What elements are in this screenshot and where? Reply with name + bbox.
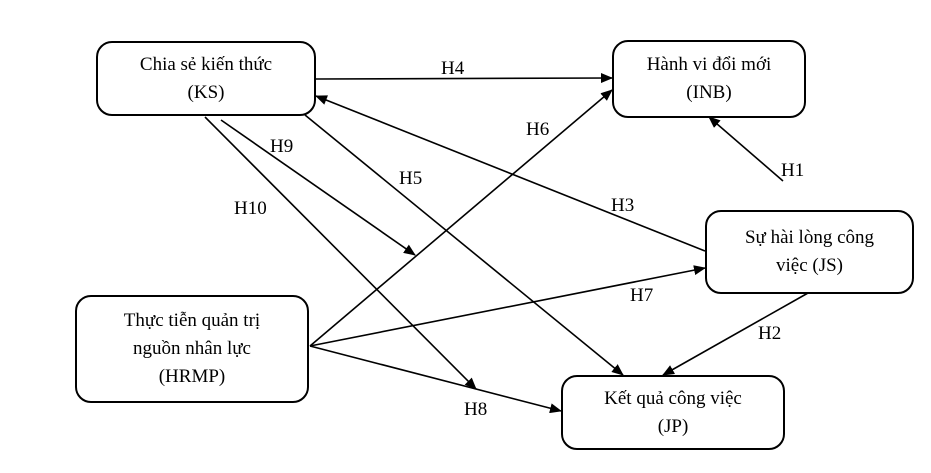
label-h1: H1 xyxy=(781,160,805,181)
node-inb: Hành vi đổi mới (INB) xyxy=(612,40,806,118)
arrow-h8 xyxy=(309,345,562,414)
arrow-h1 xyxy=(708,116,784,182)
node-hrmp-line-2: nguồn nhân lực xyxy=(133,338,251,359)
node-ks-line-2: (KS) xyxy=(187,81,225,103)
label-h5: H5 xyxy=(399,168,423,189)
node-js: Sự hài lòng công việc (JS) xyxy=(705,210,914,294)
arrow-h2 xyxy=(662,292,809,376)
node-jp: Kết quả công việc (JP) xyxy=(561,375,785,450)
node-inb-line-2: (INB) xyxy=(686,82,732,103)
node-js-line-2: việc (JS) xyxy=(775,255,843,276)
node-inb-line-1: Hành vi đổi mới xyxy=(646,54,772,75)
arrow-h4 xyxy=(315,73,613,84)
label-h2: H2 xyxy=(758,323,782,344)
node-ks: Chia sẻ kiến thức (KS) xyxy=(96,41,316,116)
arrow-h9 xyxy=(220,119,416,256)
label-h8: H8 xyxy=(464,399,488,420)
node-hrmp-line-3: (HRMP) xyxy=(158,366,226,387)
label-h6: H6 xyxy=(526,119,550,140)
arrow-h7 xyxy=(309,265,706,347)
label-h4: H4 xyxy=(441,58,465,79)
arrow-h3 xyxy=(315,95,706,252)
label-h10: H10 xyxy=(234,198,267,219)
node-ks-line-1: Chia sẻ kiến thức xyxy=(139,53,273,75)
arrow-h6 xyxy=(309,89,613,347)
label-h9: H9 xyxy=(270,136,294,157)
arrow-h10 xyxy=(204,116,477,390)
node-jp-line-2: (JP) xyxy=(657,415,689,437)
label-h7: H7 xyxy=(630,285,654,306)
arrow-h5 xyxy=(304,114,624,376)
node-jp-line-1: Kết quả công việc xyxy=(604,387,742,409)
node-js-line-1: Sự hài lòng công xyxy=(744,227,875,248)
node-hrmp: Thực tiễn quản trị nguồn nhân lực (HRMP) xyxy=(75,295,309,403)
label-h3: H3 xyxy=(611,195,635,216)
node-hrmp-line-1: Thực tiễn quản trị xyxy=(123,310,261,331)
